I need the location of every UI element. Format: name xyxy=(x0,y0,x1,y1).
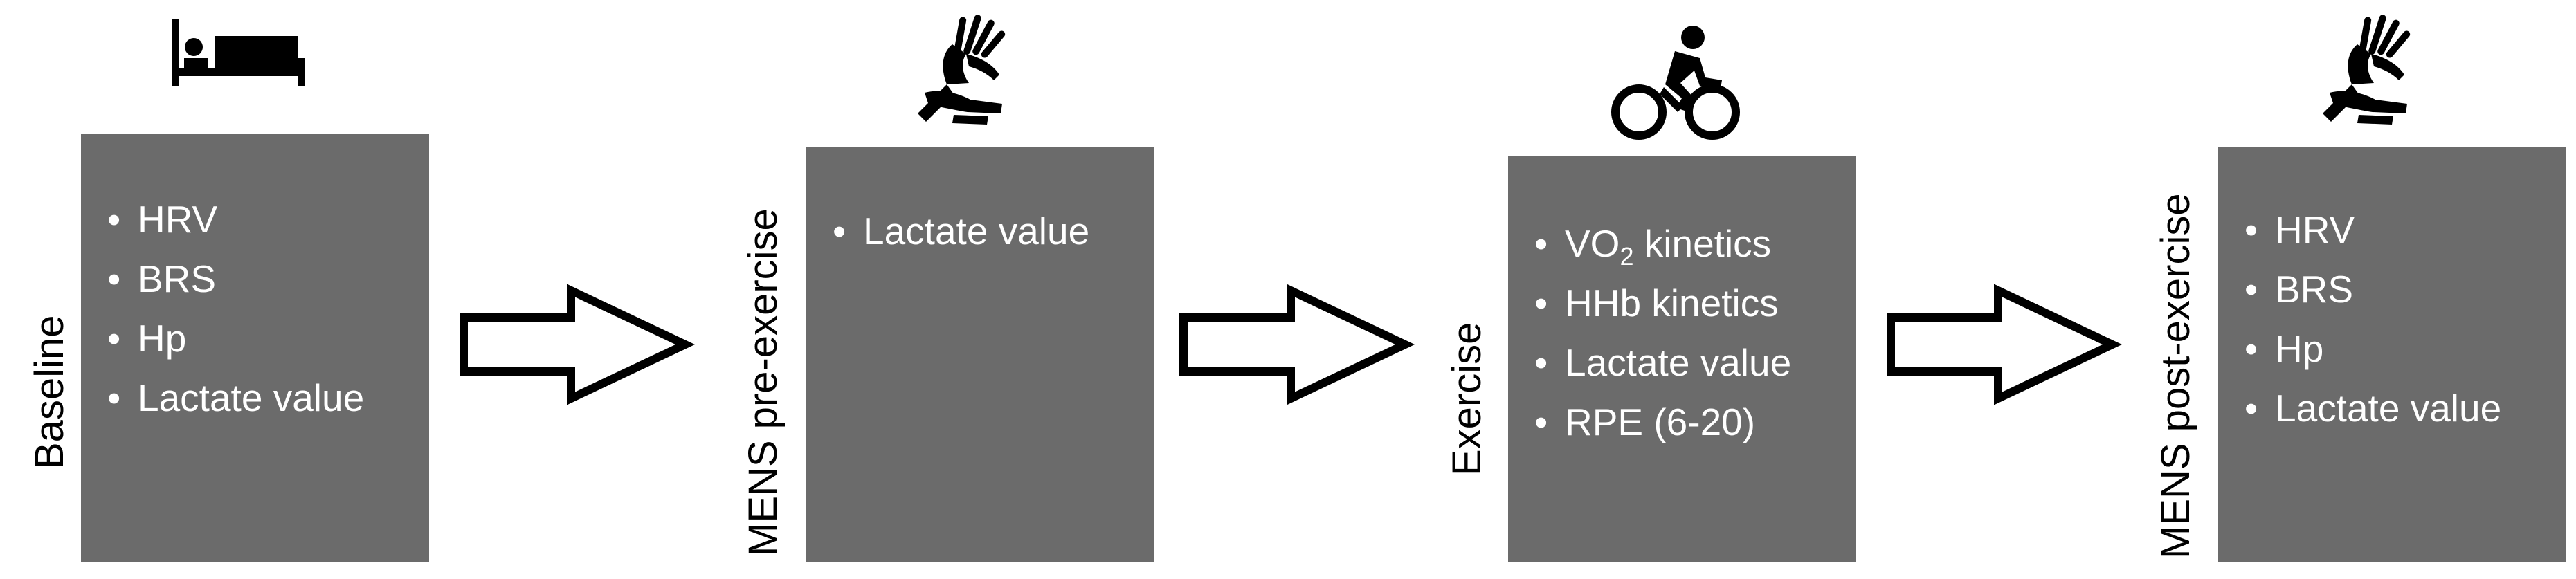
arrow-right-icon xyxy=(1887,284,2123,405)
arrow-right-icon xyxy=(460,284,696,405)
cyclist-icon xyxy=(1611,26,1740,140)
hands-massage-icon xyxy=(918,15,1006,125)
list-item: •Lactate value xyxy=(833,210,1090,252)
stage-label-mens-pre-exercise: MENS pre-exercise xyxy=(741,208,786,556)
list-item: •Lactate value xyxy=(2244,387,2502,430)
bed-icon xyxy=(172,19,305,86)
list-item: •Lactate value xyxy=(107,376,365,419)
list-item: •HHb kinetics xyxy=(1534,282,1779,324)
list-item: •BRS xyxy=(2244,268,2354,311)
stage-box-mens-pre-exercise: •Lactate value xyxy=(806,147,1154,562)
list-item: •HRV xyxy=(107,198,218,241)
list-item: •Lactate value xyxy=(1534,341,1792,384)
list-item: •Hp xyxy=(2244,327,2324,370)
hands-massage-icon xyxy=(2323,15,2411,125)
stage-label-baseline: Baseline xyxy=(27,315,72,469)
list-item: •HRV xyxy=(2244,208,2355,251)
stage-box-exercise: •VO2 kinetics •HHb kinetics •Lactate val… xyxy=(1508,156,1856,562)
list-item: •VO2 kinetics xyxy=(1534,222,1772,270)
arrow-right-icon xyxy=(1179,284,1415,405)
stage-box-mens-post-exercise: •HRV •BRS •Hp •Lactate value xyxy=(2218,147,2566,562)
stage-label-mens-post-exercise: MENS post-exercise xyxy=(2153,193,2198,559)
stage-label-exercise: Exercise xyxy=(1444,322,1489,476)
stage-box-baseline: •HRV •BRS •Hp •Lactate value xyxy=(81,134,429,562)
list-item: •Hp xyxy=(107,317,187,360)
list-item: •RPE (6-20) xyxy=(1534,401,1756,443)
list-item: •BRS xyxy=(107,257,217,300)
